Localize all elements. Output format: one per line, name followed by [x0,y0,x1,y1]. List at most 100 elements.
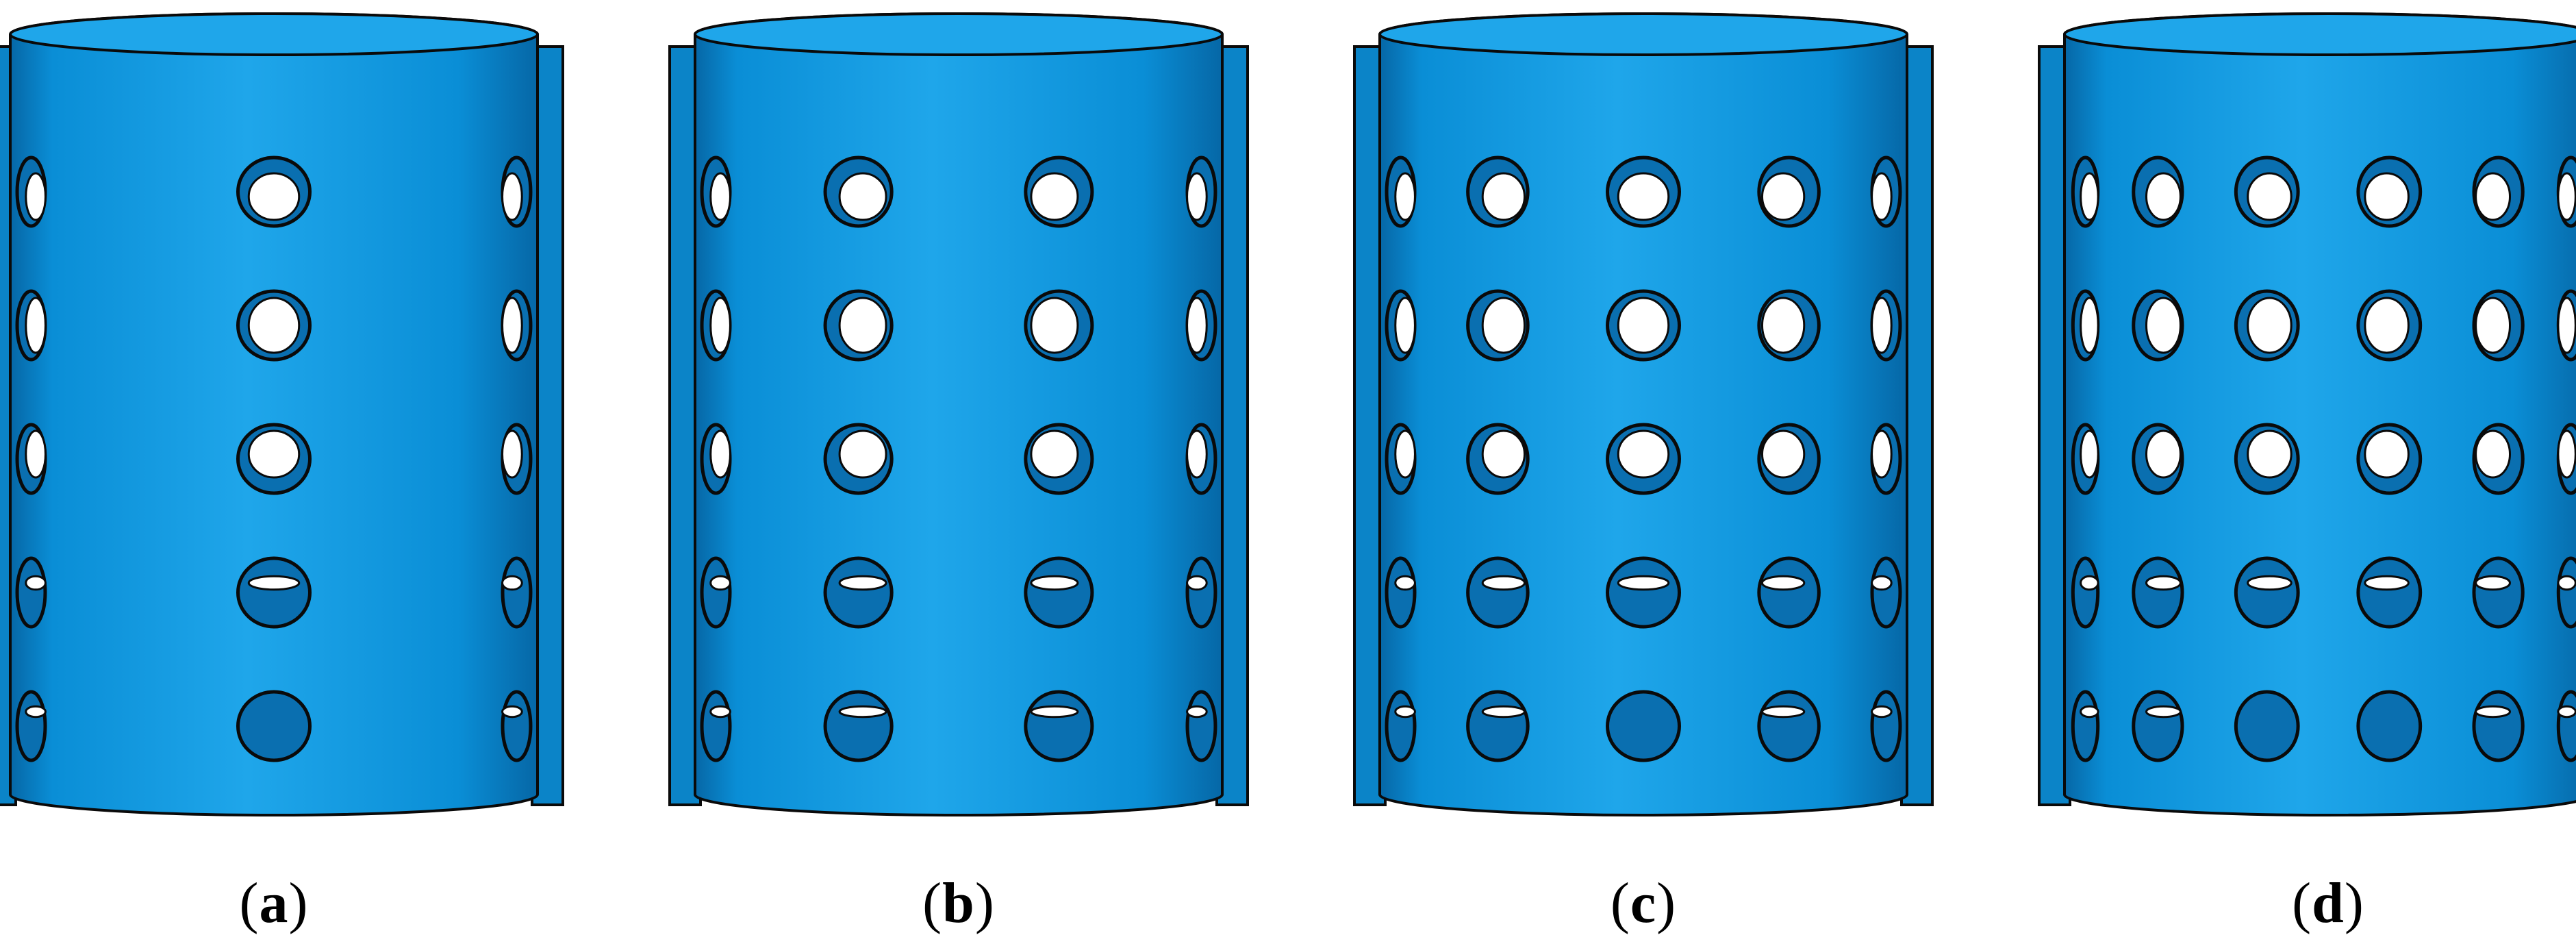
hole-opening [25,297,47,354]
hole-outline [501,556,533,629]
caption-close-paren: ) [288,871,309,935]
hole [501,155,533,228]
hole [501,556,533,629]
hole-outline [2356,556,2423,629]
hole [823,690,894,762]
hole [2472,155,2525,228]
hole-outline [1870,690,1902,762]
hole [2234,155,2300,228]
hole-opening [838,172,887,221]
hole-opening [1030,172,1079,221]
hole-opening [1030,429,1079,479]
hole [2556,423,2576,495]
hole-outline [1466,690,1530,762]
hole [2132,690,2184,762]
hole [236,423,312,495]
hole-opening [1760,705,1806,719]
hole-outline [700,690,732,762]
hole-outline [501,690,533,762]
hole-outline [1606,556,1681,629]
hole-opening [2080,297,2099,354]
caption-a: (a) [0,870,548,936]
hole-opening [2475,172,2512,221]
hole [700,690,732,762]
hole [1385,289,1417,362]
hole-opening [2364,297,2410,354]
hole [2472,556,2525,629]
hole [2071,289,2100,362]
hole-opening [2557,705,2576,719]
hole-opening [1186,297,1208,354]
caption-open-paren: ( [922,871,943,935]
hole-opening [25,575,47,591]
hole-opening [25,429,47,479]
hole-opening [1394,429,1416,479]
hole-opening [2247,297,2293,354]
hole-opening [2080,705,2099,719]
hole-opening [247,172,301,221]
hole [1606,423,1681,495]
hole [2071,556,2100,629]
hole-opening [838,297,887,354]
hole [2472,690,2525,762]
hole-opening [2247,575,2293,591]
hole [2132,155,2184,228]
hole-opening [1481,172,1526,221]
hole-opening [1617,575,1670,591]
hole-opening [2364,575,2410,591]
hole [1024,556,1094,629]
hole [1870,289,1902,362]
caption-close-paren: ) [2344,871,2364,935]
hole-outline [1466,556,1530,629]
caption-c: (c) [1369,870,1917,936]
hole-opening [247,575,301,591]
hole-outline [1757,690,1821,762]
hole [1757,423,1821,495]
caption-letter: a [259,871,289,935]
hole-outline [823,690,894,762]
hole-opening [2080,575,2099,591]
hole [15,289,47,362]
hole-opening [501,429,523,479]
hole [823,289,894,362]
hole [2071,423,2100,495]
hole-outline [2556,556,2576,629]
hole-opening [2364,429,2410,479]
hole [2556,690,2576,762]
hole-outline [2472,556,2525,629]
hole [1757,289,1821,362]
hole [1185,155,1217,228]
hole-opening [1030,705,1079,719]
hole [700,289,732,362]
hole-opening [1760,575,1806,591]
hole [700,556,732,629]
hole-outline [700,556,732,629]
hole-opening [1481,297,1526,354]
hole-opening [501,575,523,591]
hole-opening [838,575,887,591]
hole [700,423,732,495]
hole-opening [2247,429,2293,479]
caption-close-paren: ) [974,871,995,935]
panel-b: (b) [668,0,1328,948]
caption-close-paren: ) [1656,871,1677,935]
hole [823,155,894,228]
hole-opening [25,172,47,221]
hole [1757,155,1821,228]
hole-opening [2557,575,2576,591]
hole [2556,556,2576,629]
hole-opening [1871,297,1893,354]
hole-outline [1185,690,1217,762]
cylinder-top-rim [9,12,539,56]
hole-outline [15,556,47,629]
hole-opening [1871,429,1893,479]
hole [1870,556,1902,629]
hole [15,423,47,495]
hole [2234,556,2300,629]
hole-outline [2472,690,2525,762]
hole [1870,423,1902,495]
hole [2356,690,2423,762]
hole [1185,690,1217,762]
hole-outline [823,556,894,629]
hole [700,155,732,228]
